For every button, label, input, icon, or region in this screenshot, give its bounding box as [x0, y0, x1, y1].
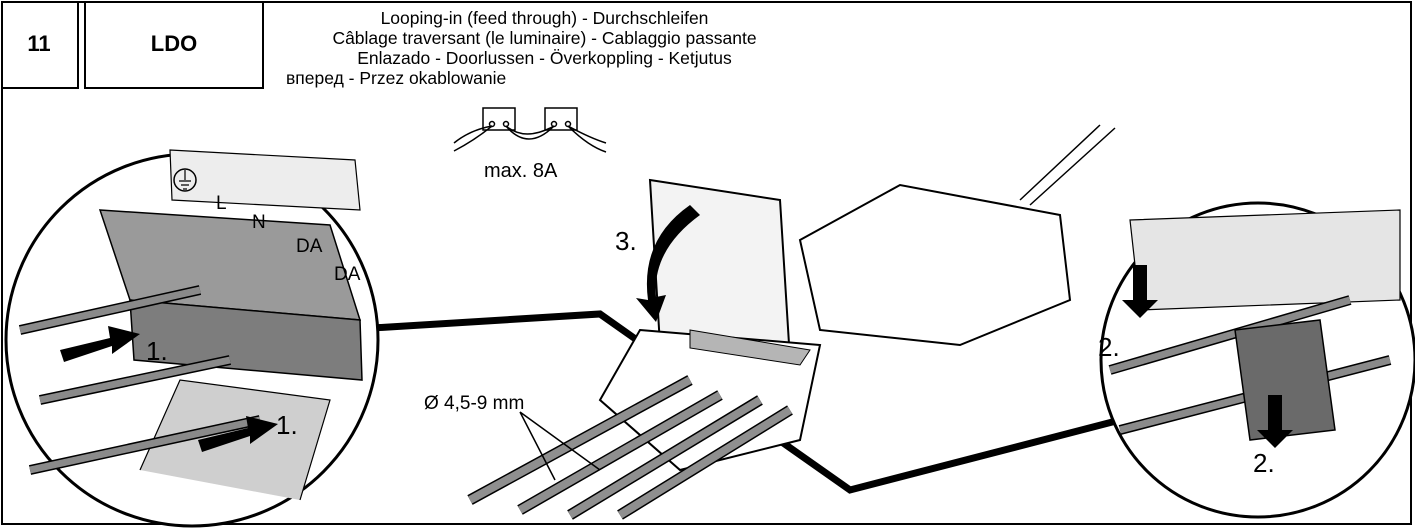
- terminal-label-da-2: DA: [334, 264, 361, 285]
- cable-diameter-label: Ø 4,5-9 mm: [424, 393, 525, 414]
- terminal-label-da-1: DA: [296, 236, 323, 257]
- step-2-label-b: 2.: [1253, 448, 1275, 478]
- driver-unit: [467, 124, 1116, 520]
- section-number: 11: [1, 1, 79, 89]
- title-line-2: Câblage traversant (le luminaire) - Cabl…: [332, 28, 757, 48]
- title-line-1: Looping-in (feed through) - Durchschleif…: [380, 8, 709, 28]
- loop-wiring-symbol: [453, 107, 607, 153]
- instruction-title: Looping-in (feed through) - Durchschleif…: [262, 8, 827, 88]
- product-code: LDO: [84, 1, 264, 89]
- step-1-label-b: 1.: [276, 410, 298, 440]
- left-detail-circle: [4, 149, 380, 528]
- max-current-label: max. 8A: [484, 160, 558, 182]
- title-line-4: вперед - Przez okablowanie: [286, 68, 507, 88]
- terminal-label-l: L: [216, 193, 227, 214]
- step-2-label-a: 2.: [1098, 332, 1120, 362]
- title-line-3: Enlazado - Doorlussen - Överkoppling - K…: [357, 48, 732, 68]
- step-3-label: 3.: [615, 226, 637, 256]
- right-detail-circle: [1099, 201, 1415, 519]
- step-1-label-a: 1.: [146, 336, 168, 366]
- terminal-label-n: N: [252, 212, 266, 233]
